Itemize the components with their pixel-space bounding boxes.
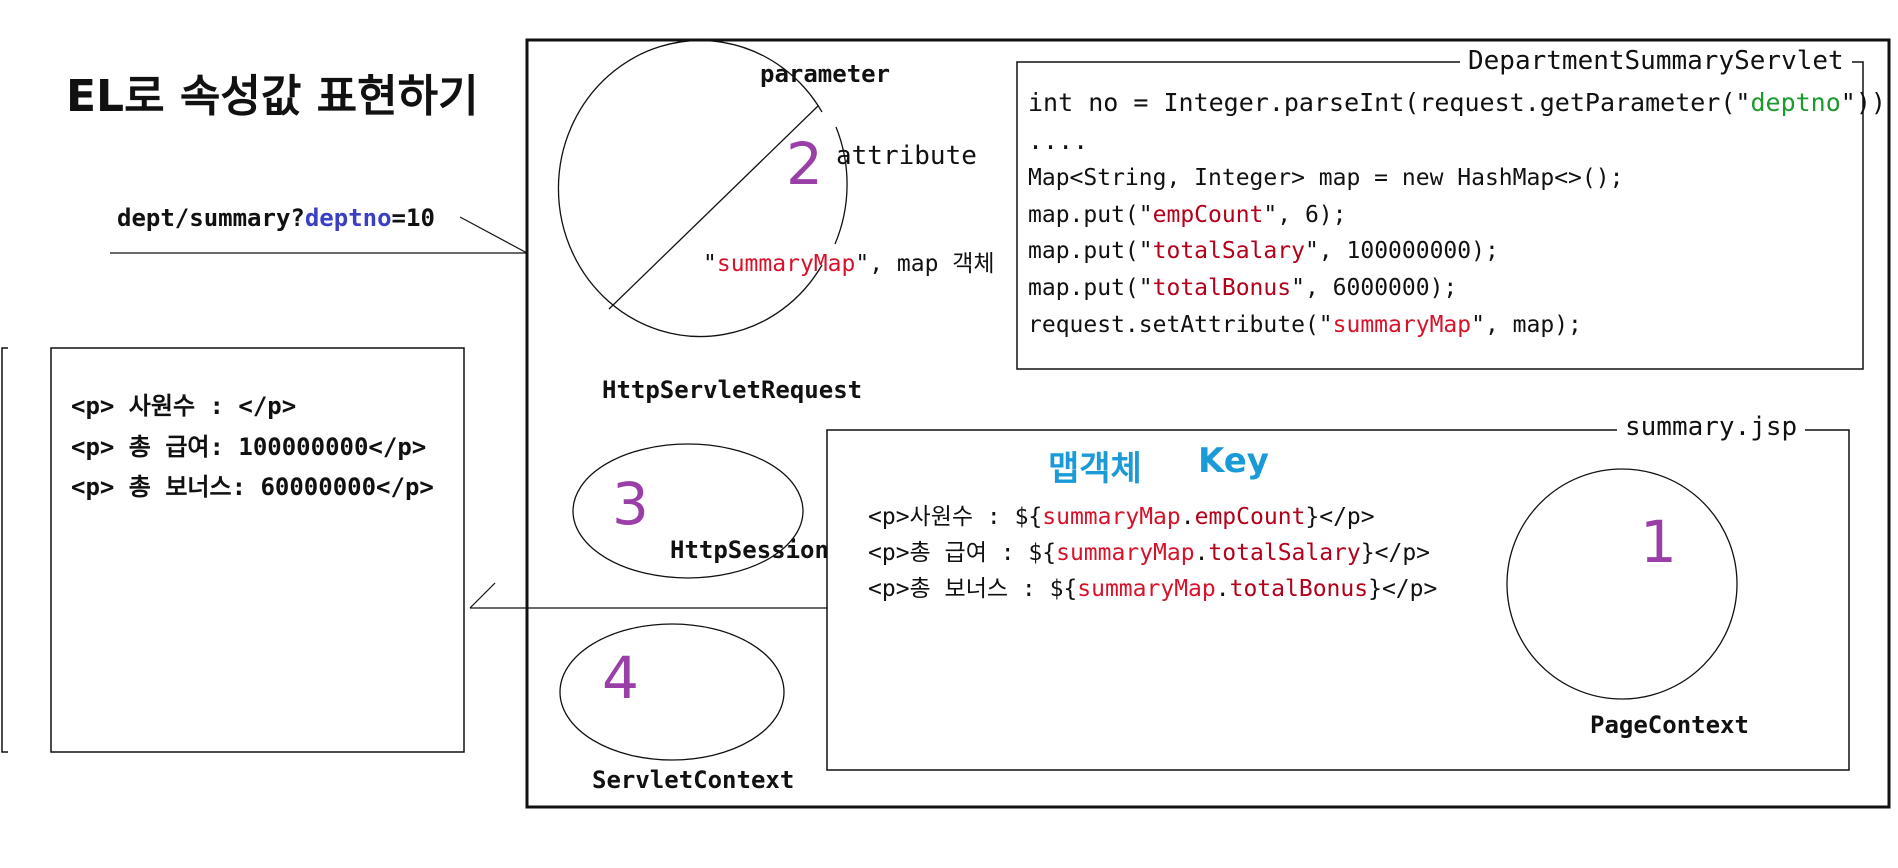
el-map-key: empCount bbox=[1194, 504, 1306, 530]
output-line-2: <p> 총 급여: 100000000</p> bbox=[71, 433, 427, 461]
url-param-name: deptno bbox=[304, 204, 392, 232]
el-map-name: summaryMap bbox=[1042, 504, 1181, 530]
page-title: EL로 속성값 표현하기 bbox=[66, 71, 479, 122]
code-text: ", 6000000); bbox=[1291, 275, 1458, 301]
code-key-string: totalSalary bbox=[1152, 238, 1305, 264]
server-container-box bbox=[525, 38, 1891, 809]
request-scope-number: 2 bbox=[786, 130, 823, 198]
request-scope-circle-right bbox=[834, 126, 848, 245]
map-quote-close: ", map 객체 bbox=[855, 251, 995, 277]
servlet-code-line-7: request.setAttribute("summaryMap", map); bbox=[1028, 312, 1582, 338]
code-text: ")) bbox=[1840, 88, 1886, 117]
code-text: <p>총 급여 : ${ bbox=[868, 540, 1057, 566]
application-scope-ellipse bbox=[559, 623, 785, 761]
jsp-title: summary.jsp bbox=[1617, 412, 1806, 442]
code-text: ", map); bbox=[1471, 312, 1582, 338]
servlet-code-line-1: int no = Integer.parseInt(request.getPar… bbox=[1028, 88, 1886, 117]
attribute-label: attribute bbox=[836, 141, 977, 171]
el-map-name: summaryMap bbox=[1077, 576, 1216, 602]
code-text: map.put(" bbox=[1028, 238, 1153, 264]
el-map-name: summaryMap bbox=[1056, 540, 1195, 566]
code-text: . bbox=[1215, 576, 1230, 602]
map-quote-open: " bbox=[703, 251, 717, 277]
key-label: Key bbox=[1198, 441, 1269, 481]
request-attribute-entry: "summaryMap", map 객체 bbox=[703, 244, 995, 278]
code-text: ", 100000000); bbox=[1304, 238, 1499, 264]
code-text: map.put(" bbox=[1028, 275, 1153, 301]
response-arrow-head bbox=[469, 582, 496, 609]
servlet-box bbox=[1016, 61, 1864, 370]
request-scope-label: HttpServletRequest bbox=[602, 376, 863, 404]
code-text: map.put(" bbox=[1028, 202, 1153, 228]
el-map-key: totalSalary bbox=[1208, 540, 1361, 566]
code-attribute-string: summaryMap bbox=[1332, 312, 1472, 338]
code-text: int no = Integer.parseInt(request.getPar… bbox=[1028, 88, 1751, 117]
code-text: request.setAttribute(" bbox=[1028, 312, 1333, 338]
code-text: <p>사원수 : ${ bbox=[868, 504, 1043, 530]
session-scope-number: 3 bbox=[612, 470, 649, 538]
code-text: }</p> bbox=[1360, 540, 1431, 566]
jsp-code-line-3: <p>총 보너스 : ${summaryMap.totalBonus}</p> bbox=[868, 569, 1437, 603]
servlet-code-line-4: map.put("empCount", 6); bbox=[1028, 202, 1347, 228]
el-map-key: totalBonus bbox=[1229, 576, 1369, 602]
request-arrow-head bbox=[459, 216, 528, 254]
url-param-value: =10 bbox=[391, 204, 435, 232]
output-line-1: <p> 사원수 : </p> bbox=[71, 392, 297, 420]
page-scope-label: PageContext bbox=[1590, 711, 1749, 739]
browser-output-box bbox=[50, 347, 465, 753]
url-path: dept/summary? bbox=[117, 204, 305, 232]
map-object-label: 맵객체 bbox=[1048, 449, 1142, 489]
request-scope-circle bbox=[557, 39, 823, 338]
session-scope-label: HttpSession bbox=[670, 536, 829, 564]
code-param-string: deptno bbox=[1750, 88, 1841, 117]
application-scope-number: 4 bbox=[602, 644, 639, 712]
page-scope-number: 1 bbox=[1640, 508, 1677, 576]
servlet-code-line-2: .... bbox=[1028, 126, 1089, 155]
left-bracket bbox=[1, 347, 8, 753]
parameter-label: parameter bbox=[760, 60, 891, 88]
servlet-code-line-6: map.put("totalBonus", 6000000); bbox=[1028, 275, 1457, 301]
jsp-box bbox=[826, 429, 1850, 771]
code-text: . bbox=[1180, 504, 1195, 530]
servlet-code-line-3: Map<String, Integer> map = new HashMap<>… bbox=[1028, 165, 1624, 191]
jsp-code-line-1: <p>사원수 : ${summaryMap.empCount}</p> bbox=[868, 497, 1375, 531]
request-url: dept/summary?deptno=10 bbox=[117, 204, 435, 232]
code-text: . bbox=[1194, 540, 1209, 566]
jsp-code-line-2: <p>총 급여 : ${summaryMap.totalSalary}</p> bbox=[868, 533, 1430, 567]
code-key-string: empCount bbox=[1152, 202, 1264, 228]
code-text: <p>총 보너스 : ${ bbox=[868, 576, 1078, 602]
output-line-3: <p> 총 보너스: 60000000</p> bbox=[71, 473, 434, 501]
request-divider-line bbox=[608, 105, 819, 310]
code-key-string: totalBonus bbox=[1152, 275, 1292, 301]
map-attribute-key: summaryMap bbox=[716, 251, 856, 277]
servlet-code-line-5: map.put("totalSalary", 100000000); bbox=[1028, 238, 1499, 264]
servlet-title: DepartmentSummaryServlet bbox=[1460, 46, 1852, 76]
code-text: }</p> bbox=[1305, 504, 1375, 530]
session-scope-ellipse bbox=[572, 443, 804, 579]
code-text: ", 6); bbox=[1263, 202, 1347, 228]
application-scope-label: ServletContext bbox=[592, 766, 795, 794]
code-text: }</p> bbox=[1368, 576, 1438, 602]
page-scope-circle bbox=[1506, 468, 1738, 700]
